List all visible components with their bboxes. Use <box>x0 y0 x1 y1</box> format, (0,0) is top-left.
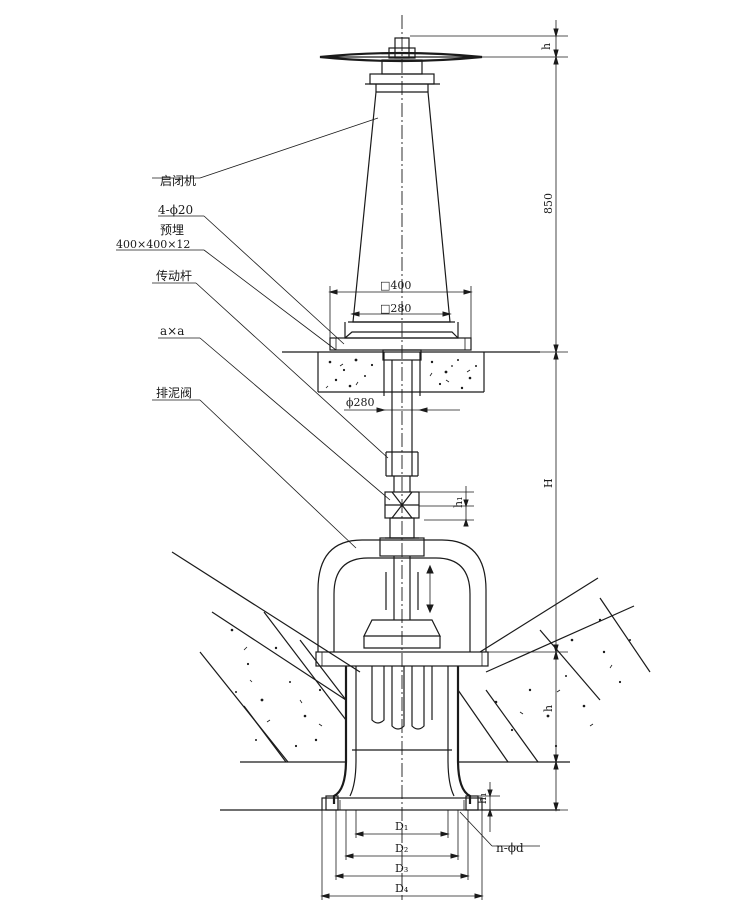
label-plate: 400×400×12 <box>116 238 190 251</box>
dim-h1-lower: h₁ <box>476 793 489 805</box>
dim-D1: D₁ <box>395 820 408 833</box>
dim-square-280: □280 <box>380 302 411 315</box>
label-holes: n-ϕd <box>496 841 524 855</box>
label-section: a×a <box>160 324 184 338</box>
handwheel <box>319 37 483 92</box>
dim-h-top: h <box>540 43 553 50</box>
opener-housing <box>329 91 472 361</box>
dim-square-400: □400 <box>380 279 411 292</box>
top-dimensions <box>328 286 473 413</box>
dim-H: H <box>542 478 555 488</box>
lower-ground <box>171 551 651 811</box>
dim-h-lower: h <box>542 705 555 712</box>
diameter-dimensions <box>320 810 484 900</box>
travel-arrow <box>426 564 434 614</box>
h1-lower-dimension <box>470 782 500 832</box>
dim-D2: D₂ <box>395 842 408 855</box>
valve-pipe-body <box>321 666 483 811</box>
h1-upper-dimension <box>419 486 474 527</box>
dim-850: 850 <box>542 193 555 214</box>
right-dimensions <box>410 20 568 812</box>
dim-h1-upper: h₁ <box>452 497 465 509</box>
label-embedded: 预埋 <box>160 223 184 237</box>
dim-D4: D₄ <box>395 882 409 895</box>
dim-dia-280: ϕ280 <box>346 396 375 409</box>
label-drive-rod: 传动杆 <box>156 268 192 283</box>
dim-D3: D₃ <box>395 862 408 875</box>
valve-yoke <box>315 537 489 667</box>
ground-slab <box>282 351 540 396</box>
label-opener: 启闭机 <box>160 174 196 188</box>
label-mud-valve: 排泥阀 <box>156 386 192 400</box>
leader-lines <box>116 117 540 847</box>
label-bolts: 4-ϕ20 <box>158 203 193 217</box>
